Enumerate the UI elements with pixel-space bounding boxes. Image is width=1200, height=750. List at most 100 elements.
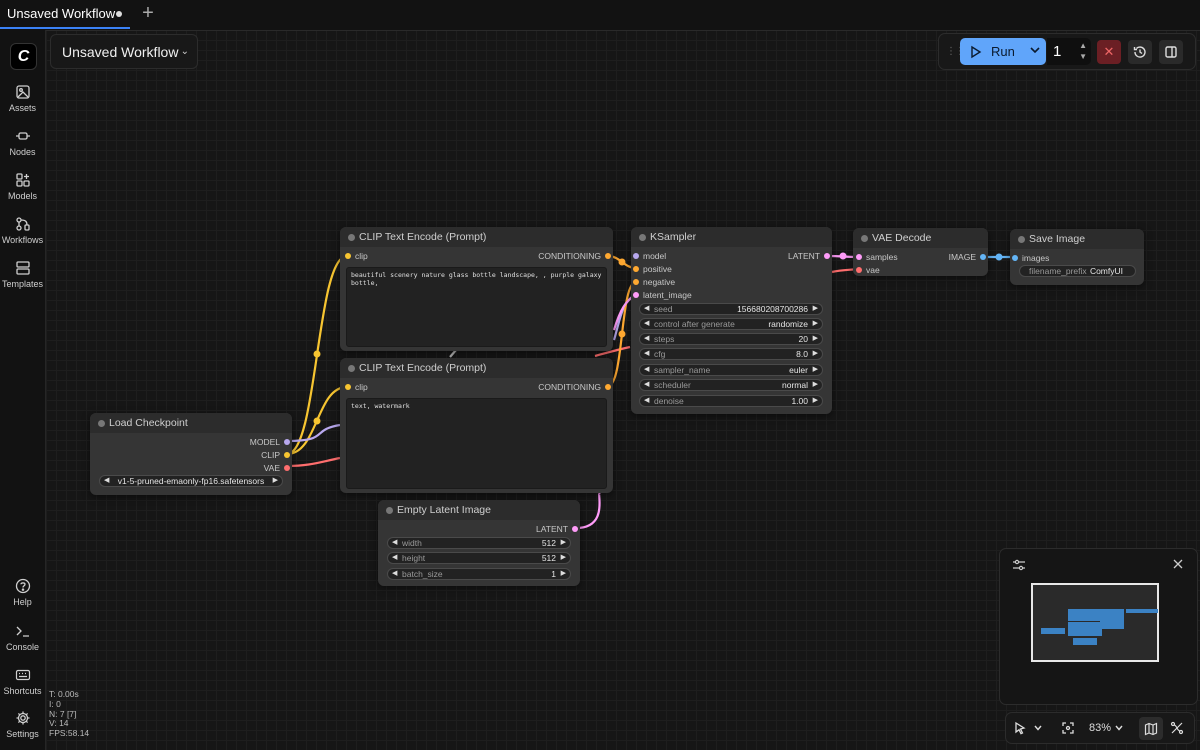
- prompt-textarea[interactable]: beautiful scenery nature glass bottle la…: [346, 267, 607, 347]
- widget-seed[interactable]: ◀ seed 156680208700286 ▶: [639, 303, 823, 315]
- output-slot-clip[interactable]: CLIP: [261, 450, 290, 460]
- input-slot-clip[interactable]: clip: [345, 382, 368, 392]
- slot-dot-icon[interactable]: [284, 452, 290, 458]
- node-title-bar[interactable]: Load Checkpoint: [90, 413, 292, 433]
- slot-dot-icon[interactable]: [284, 465, 290, 471]
- decrement-arrow-icon[interactable]: ◀: [644, 305, 650, 312]
- input-slot-model[interactable]: model: [633, 251, 666, 261]
- node-vae-decode[interactable]: VAE Decode samples vae IMAGE: [853, 228, 988, 276]
- slot-dot-icon[interactable]: [345, 384, 351, 390]
- widget-height[interactable]: ◀ height 512 ▶: [387, 552, 571, 564]
- slot-dot-icon[interactable]: [572, 526, 578, 532]
- collapse-dot-icon[interactable]: [348, 234, 355, 241]
- slot-dot-icon[interactable]: [1012, 255, 1018, 261]
- node-ksampler[interactable]: KSampler model positive negative latent_…: [631, 227, 832, 414]
- node-title-bar[interactable]: Save Image: [1010, 229, 1144, 249]
- node-title-bar[interactable]: CLIP Text Encode (Prompt): [340, 227, 613, 247]
- increment-arrow-icon[interactable]: ▶: [560, 539, 566, 546]
- sidebar-item-shortcuts[interactable]: Shortcuts: [0, 667, 45, 696]
- link-visibility-icon[interactable]: [1170, 721, 1184, 735]
- widget-cfg[interactable]: ◀ cfg 8.0 ▶: [639, 348, 823, 360]
- collapse-dot-icon[interactable]: [98, 420, 105, 427]
- widget-width[interactable]: ◀ width 512 ▶: [387, 537, 571, 549]
- increment-arrow-icon[interactable]: ▶: [812, 320, 818, 327]
- input-slot-images[interactable]: images: [1012, 253, 1049, 263]
- fit-view-icon[interactable]: [1061, 721, 1075, 735]
- toggle-panel-button[interactable]: [1159, 40, 1183, 64]
- collapse-dot-icon[interactable]: [639, 234, 646, 241]
- widget-filename-prefix[interactable]: filename_prefix ComfyUI: [1019, 265, 1136, 277]
- sidebar-item-workflows[interactable]: Workflows: [0, 216, 45, 245]
- collapse-dot-icon[interactable]: [386, 507, 393, 514]
- minimap-panel[interactable]: [999, 548, 1198, 705]
- slot-dot-icon[interactable]: [633, 279, 639, 285]
- node-clip-text-encode-positive[interactable]: CLIP Text Encode (Prompt) clip CONDITION…: [340, 227, 613, 351]
- node-clip-text-encode-negative[interactable]: CLIP Text Encode (Prompt) clip CONDITION…: [340, 358, 613, 493]
- slot-dot-icon[interactable]: [856, 267, 862, 273]
- collapse-dot-icon[interactable]: [1018, 236, 1025, 243]
- drag-handle-icon[interactable]: ⋮⋮: [946, 46, 965, 57]
- output-slot-latent[interactable]: LATENT: [788, 251, 830, 261]
- output-slot-conditioning[interactable]: CONDITIONING: [538, 382, 611, 392]
- toggle-minimap-button[interactable]: [1139, 717, 1163, 740]
- output-slot-image[interactable]: IMAGE: [949, 252, 986, 262]
- widget-denoise[interactable]: ◀ denoise 1.00 ▶: [639, 395, 823, 407]
- slot-dot-icon[interactable]: [824, 253, 830, 259]
- slot-dot-icon[interactable]: [345, 253, 351, 259]
- slot-dot-icon[interactable]: [633, 266, 639, 272]
- node-empty-latent-image[interactable]: Empty Latent Image LATENT ◀ width 512 ▶ …: [378, 500, 580, 586]
- slot-dot-icon[interactable]: [284, 439, 290, 445]
- slot-dot-icon[interactable]: [605, 253, 611, 259]
- node-title-bar[interactable]: KSampler: [631, 227, 832, 247]
- decrement-arrow-icon[interactable]: ◀: [644, 320, 650, 327]
- slot-dot-icon[interactable]: [633, 253, 639, 259]
- node-save-image[interactable]: Save Image images filename_prefix ComfyU…: [1010, 229, 1144, 285]
- decrement-arrow-icon[interactable]: ◀: [392, 539, 398, 546]
- collapse-dot-icon[interactable]: [861, 235, 868, 242]
- chevron-down-icon[interactable]: [1114, 723, 1124, 733]
- select-cursor-icon[interactable]: [1013, 721, 1027, 735]
- widget-scheduler[interactable]: ◀ scheduler normal ▶: [639, 379, 823, 391]
- sidebar-item-models[interactable]: Models: [0, 172, 45, 201]
- widget-sampler-name[interactable]: ◀ sampler_name euler ▶: [639, 364, 823, 376]
- sidebar-item-console[interactable]: Console: [0, 623, 45, 652]
- widget-steps[interactable]: ◀ steps 20 ▶: [639, 333, 823, 345]
- input-slot-latent-image[interactable]: latent_image: [633, 290, 692, 300]
- input-slot-positive[interactable]: positive: [633, 264, 672, 274]
- zoom-level[interactable]: 83%: [1089, 722, 1112, 734]
- increment-arrow-icon[interactable]: ▶: [560, 554, 566, 561]
- decrement-arrow-icon[interactable]: ◀: [644, 381, 650, 388]
- decrement-arrow-icon[interactable]: ◀: [392, 570, 398, 577]
- sidebar-item-templates[interactable]: Templates: [0, 260, 45, 289]
- increment-arrow-icon[interactable]: ▶: [272, 477, 278, 484]
- input-slot-samples[interactable]: samples: [856, 252, 898, 262]
- input-slot-negative[interactable]: negative: [633, 277, 675, 287]
- minimap-viewport[interactable]: [1031, 583, 1159, 662]
- comfy-logo-icon[interactable]: C: [10, 43, 37, 70]
- input-slot-clip[interactable]: clip: [345, 251, 368, 261]
- slot-dot-icon[interactable]: [856, 254, 862, 260]
- node-title-bar[interactable]: CLIP Text Encode (Prompt): [340, 358, 613, 378]
- close-icon[interactable]: [1172, 558, 1184, 570]
- sidebar-item-nodes[interactable]: Nodes: [0, 128, 45, 157]
- node-title-bar[interactable]: VAE Decode: [853, 228, 988, 248]
- decrement-arrow-icon[interactable]: ◀: [644, 366, 650, 373]
- run-button[interactable]: Run: [960, 38, 1046, 65]
- slot-dot-icon[interactable]: [633, 292, 639, 298]
- run-count-input[interactable]: 1 ▲▼: [1047, 38, 1091, 65]
- graph-canvas[interactable]: [46, 30, 1200, 750]
- queue-history-button[interactable]: [1128, 40, 1152, 64]
- increment-arrow-icon[interactable]: ▶: [812, 397, 818, 404]
- slot-dot-icon[interactable]: [980, 254, 986, 260]
- decrement-arrow-icon[interactable]: ◀: [104, 477, 110, 484]
- input-slot-vae[interactable]: vae: [856, 265, 880, 275]
- node-load-checkpoint[interactable]: Load Checkpoint MODEL CLIP VAE ◀ v1-5-pr…: [90, 413, 292, 495]
- increment-arrow-icon[interactable]: ▶: [812, 381, 818, 388]
- sidebar-item-settings[interactable]: Settings: [0, 710, 45, 739]
- output-slot-vae[interactable]: VAE: [264, 463, 290, 473]
- cancel-run-button[interactable]: ✕: [1097, 40, 1121, 64]
- sidebar-item-help[interactable]: Help: [0, 578, 45, 607]
- chevron-down-icon[interactable]: [1028, 43, 1042, 57]
- workflow-title-dropdown[interactable]: Unsaved Workflow ⌄: [50, 34, 198, 69]
- increment-arrow-icon[interactable]: ▶: [812, 305, 818, 312]
